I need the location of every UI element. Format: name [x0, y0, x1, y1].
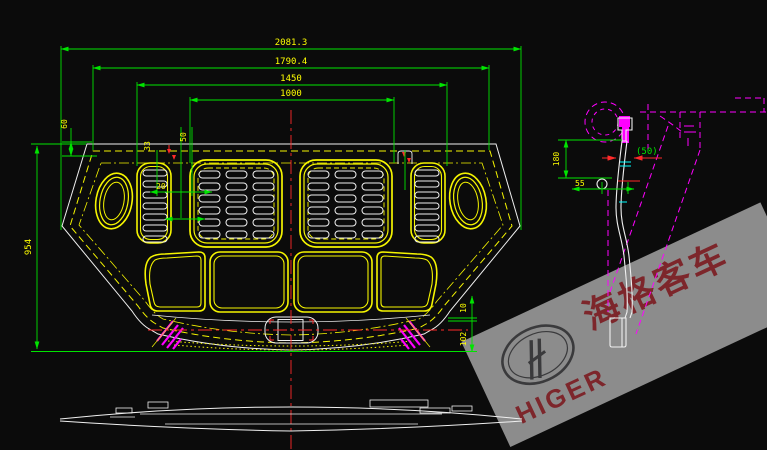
- notch-marks-right: [397, 150, 413, 190]
- dim-lower-a: 10: [459, 303, 468, 313]
- opening-lower-mid-right: [293, 251, 373, 313]
- hinge-mechanism-hidden: [584, 97, 766, 335]
- opening-lower-mid-left: [209, 251, 289, 313]
- grille-narrow-left: [136, 162, 172, 244]
- dim-notch-b: 50: [179, 132, 188, 142]
- panel-bottom-dotted-2: [173, 344, 409, 351]
- dim-notch-a: 33: [143, 141, 152, 151]
- aux-cyan-marks: [619, 161, 631, 203]
- watermark-banner: HIGER 海格客车: [461, 202, 767, 447]
- dim-side-height: 180: [552, 152, 561, 167]
- dim-notch-c: 20: [156, 182, 166, 191]
- dim-side-depth: 55: [575, 179, 585, 188]
- opening-lower-right: [376, 251, 438, 312]
- side-dim-lines: [558, 139, 635, 194]
- vent-oval-right: [448, 172, 488, 230]
- dim-overall-width: 2081.3: [275, 38, 308, 48]
- hatch-guide-right: [405, 317, 431, 348]
- opening-lower-left: [144, 251, 206, 312]
- dim-lower-b: 102: [459, 332, 468, 347]
- panel-outer-contour: [61, 143, 521, 351]
- dim-width-3: 1450: [280, 74, 302, 84]
- grille-large-left: [189, 159, 283, 248]
- front-view-dimensions: 2081.3 1790.4 1450 1000 954 60 33 50 20 …: [24, 38, 522, 353]
- dim-width-4: 1000: [280, 89, 302, 99]
- grille-narrow-right: [410, 162, 446, 244]
- vent-oval-left: [94, 172, 134, 230]
- bracket-detail: [684, 125, 696, 146]
- side-view: 180 55 (50): [552, 97, 766, 348]
- notch-marks-left: [167, 145, 176, 160]
- dim-width-2: 1790.4: [275, 57, 308, 67]
- watermark-background: [461, 202, 767, 447]
- dim-top-flange: 60: [60, 119, 69, 129]
- centerlines: [148, 110, 468, 449]
- dim-height: 954: [24, 239, 34, 255]
- grille-large-right: [299, 159, 393, 248]
- hatch-guide-left: [151, 317, 177, 348]
- badge-corner-marks: [269, 319, 314, 341]
- dim-side-ref: (50): [636, 147, 658, 157]
- bottom-view: [59, 399, 523, 432]
- higer-logo-icon: [501, 324, 575, 386]
